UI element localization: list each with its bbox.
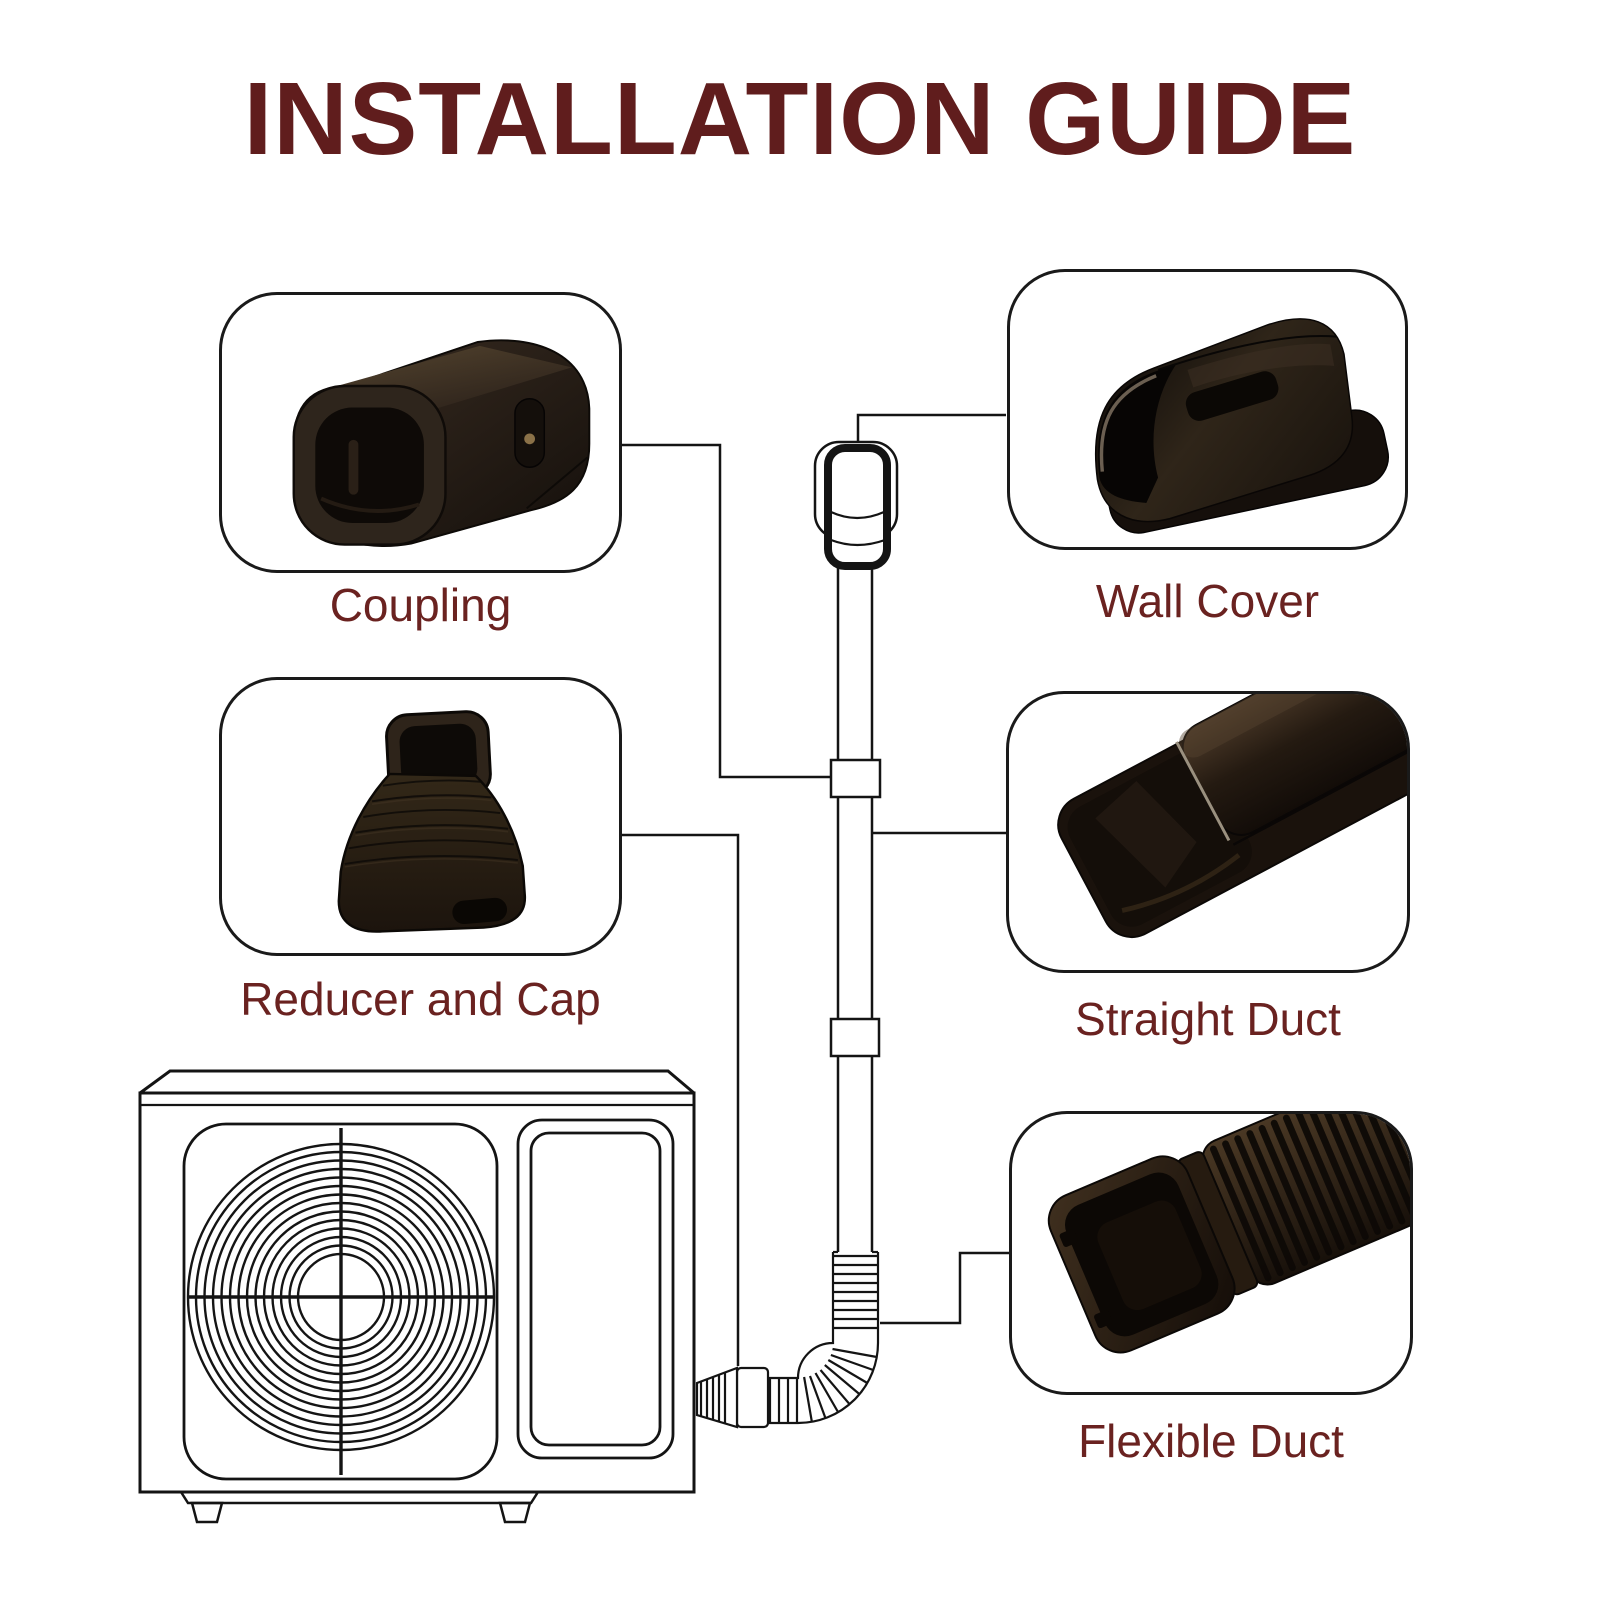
wall-cover-label: Wall Cover: [1095, 575, 1320, 627]
coupling-product-image: [292, 339, 591, 548]
callout-leader-lines: [622, 413, 1009, 1366]
wall-cover-product-image: [1094, 318, 1389, 534]
coupling-callout-box: [219, 292, 622, 573]
flexible-duct-callout-box: [1009, 1111, 1413, 1395]
wall-cover-callout-box: [1007, 269, 1408, 550]
wall-cover-fitting: [813, 440, 899, 570]
unit-feet: [179, 1491, 540, 1524]
side-panel: [516, 1118, 675, 1460]
flexible-duct-leader-line: [880, 1251, 1009, 1325]
straight-duct-product-image: [1057, 694, 1407, 938]
fan-grille: [186, 1128, 496, 1475]
reducer-leader-line: [622, 833, 740, 1366]
reducer-and-cap-label: Reducer and Cap: [240, 973, 601, 1025]
straight-duct-callout-box: [1006, 691, 1410, 973]
page-title: INSTALLATION GUIDE: [243, 61, 1357, 176]
straight-duct-label: Straight Duct: [1075, 993, 1341, 1045]
upper-coupling-joint: [829, 758, 882, 799]
flexible-duct-label: Flexible Duct: [1078, 1415, 1344, 1467]
flexible-duct-product-image: [1047, 1114, 1410, 1354]
lower-coupling-joint: [829, 1017, 881, 1058]
reducer-and-cap-product-image: [337, 710, 526, 933]
outdoor-unit: [138, 1069, 696, 1524]
vertical-line-set-duct: [836, 566, 874, 1252]
coupling-leader-line: [622, 443, 831, 779]
flexible-elbow: [768, 1250, 880, 1425]
coupling-label: Coupling: [329, 579, 512, 631]
wall-cover-leader-line: [856, 413, 1006, 446]
screw-detail: [524, 433, 536, 445]
reducer-and-cap-callout-box: [219, 677, 622, 956]
reducer-connection: [695, 1366, 770, 1429]
fan-panel: [182, 1122, 499, 1481]
